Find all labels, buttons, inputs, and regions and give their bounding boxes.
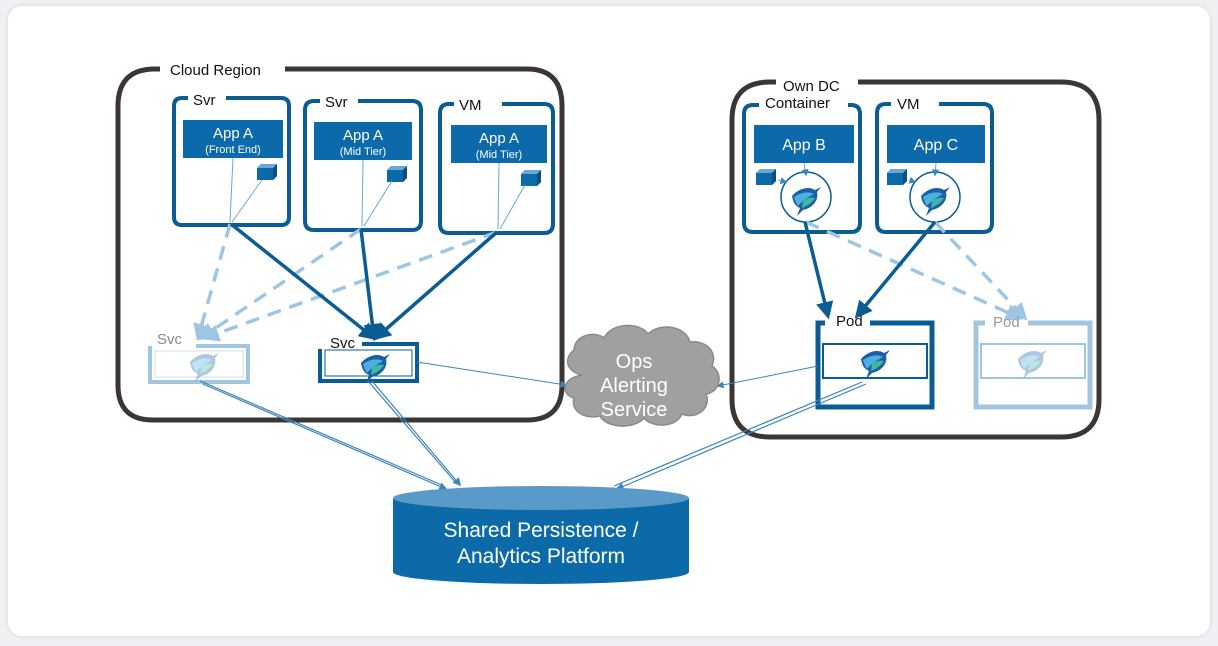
host-vm-app-c: VM App C [875,96,994,234]
ops-alerting-cloud: Ops Alerting Service [564,324,720,427]
small-cube-icon [887,169,907,185]
diagram-card: Cloud Region Own DC Svr App A (Front End… [8,6,1210,636]
host-frame [303,99,423,232]
service-frame [148,344,250,384]
host-label: Svr [193,92,216,109]
cloud-line-3: Service [601,399,668,421]
app-tier: (Mid Tier) [476,149,522,161]
service-label: Svc [157,331,183,348]
cloud-shape [564,324,720,427]
small-cube-icon [387,166,407,182]
app-name: App C [914,137,958,154]
small-cube-icon [521,170,541,186]
host-vm-mid-tier: VM App A (Mid Tier) [438,97,555,235]
cloud-region-label: Cloud Region [170,62,261,79]
service-label: Pod [993,314,1020,331]
app-pointer-lines [229,157,939,230]
cloud-line-1: Ops [616,351,653,373]
app-name: App A [343,127,383,144]
host-container: Container App B [742,95,862,234]
alerting-links [416,361,819,389]
host-svr-mid-tier: Svr App A (Mid Tier) [303,94,423,232]
service-frame [973,320,1093,410]
app-name: App A [479,130,519,147]
app-tier: (Mid Tier) [340,146,386,158]
app-box [754,125,854,163]
database-line-1: Shared Persistence / [444,519,639,542]
app-name: App A [213,125,253,142]
own-dc-frame [729,79,1102,440]
database-top [393,486,689,510]
service-frame [318,342,419,383]
host-label: VM [897,96,920,113]
cloud-region: Cloud Region [115,62,565,423]
host-label: VM [459,97,482,114]
host-frame [172,96,291,227]
service-svc-faded: Svc [148,331,250,384]
own-dc-label: Own DC [783,78,840,95]
database-body [393,498,689,584]
service-inner [822,343,928,379]
service-label: Svc [330,335,356,352]
architecture-diagram: Cloud Region Own DC Svr App A (Front End… [115,62,1102,584]
host-frame [875,102,994,234]
small-cube-icon [756,169,776,185]
host-label: Svr [325,94,348,111]
app-box [314,122,412,160]
database-links [199,380,867,491]
service-label: Pod [836,313,863,330]
host-frame [742,103,862,234]
app-box [183,120,283,158]
service-pod-faded: Pod [973,314,1093,410]
solid-connectors [229,220,937,342]
cloud-region-frame [115,66,565,423]
host-label: Container [765,95,830,112]
app-box [887,125,985,163]
own-dc-region: Own DC [729,78,1102,440]
service-frame [815,320,935,410]
app-box [451,125,547,163]
app-tier: (Front End) [205,144,261,156]
host-svr-front-end: Svr App A (Front End) [172,92,291,227]
database-line-2: Analytics Platform [457,545,625,568]
host-frame [438,102,555,235]
dashed-connectors [193,220,1028,342]
small-cube-icon [257,164,277,180]
shared-persistence-database: Shared Persistence / Analytics Platform [393,486,689,584]
service-pod-main: Pod [815,313,935,410]
service-svc-main: Svc [318,335,419,383]
app-name: App B [782,137,826,154]
cloud-line-2: Alerting [600,375,668,397]
